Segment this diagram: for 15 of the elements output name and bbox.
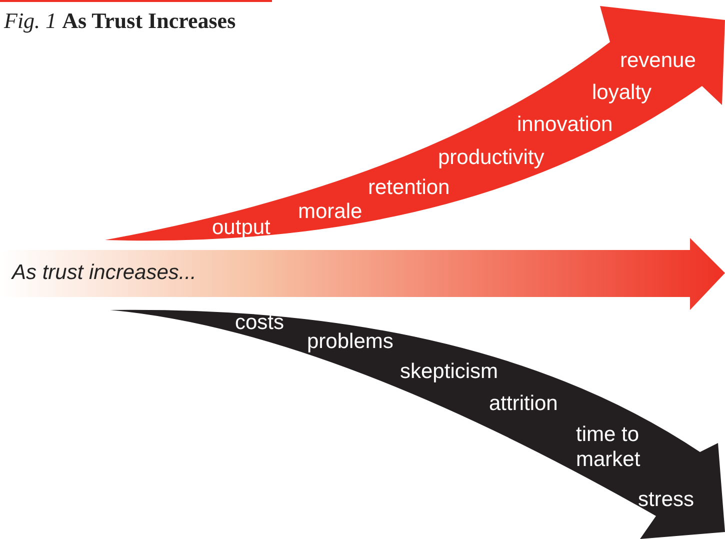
arrow-label: skepticism: [400, 359, 498, 384]
arrow-label: productivity: [438, 145, 544, 170]
arrow-label: loyalty: [592, 80, 652, 105]
arrow-label: innovation: [517, 112, 613, 137]
arrow-label: retention: [368, 175, 450, 200]
arrow-label: stress: [638, 487, 694, 512]
arrow-label: revenue: [620, 48, 696, 73]
arrow-label: attrition: [489, 391, 558, 416]
figure-title: Fig. 1 As Trust Increases: [4, 8, 236, 34]
arrow-label: As trust increases...: [12, 260, 196, 285]
arrow-label: output: [212, 215, 270, 240]
arrow-label: problems: [307, 329, 394, 354]
arrow-label: morale: [298, 199, 362, 224]
arrow-label: time to market: [576, 422, 642, 472]
arrow-label: costs: [235, 310, 284, 335]
